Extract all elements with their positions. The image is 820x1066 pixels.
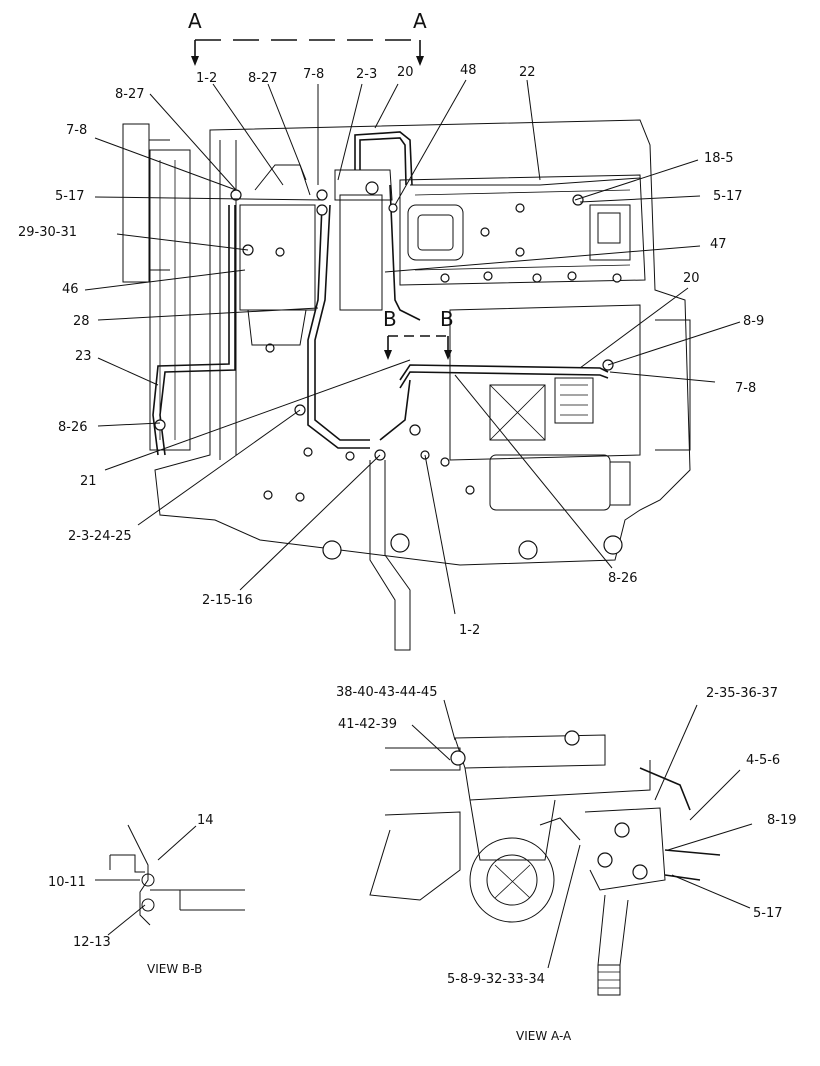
callout-7-8-top: 7-8 — [303, 67, 324, 82]
callout-20-right: 20 — [683, 271, 700, 286]
fuel-filter-canister — [334, 169, 393, 311]
callout-8-9: 8-9 — [743, 314, 764, 329]
callout-29-30-31: 29-30-31 — [18, 225, 77, 240]
callout-7-8-right: 7-8 — [735, 381, 756, 396]
callout-7-8-left: 7-8 — [66, 123, 87, 138]
callout-46: 46 — [62, 282, 79, 297]
section-marker-b-right: B — [440, 307, 454, 331]
leader-lines-main — [84, 79, 741, 615]
callout-48: 48 — [460, 63, 477, 78]
callout-5-17-view-aa: 5-17 — [753, 906, 783, 921]
section-line-a — [191, 39, 424, 66]
callout-18-5: 18-5 — [704, 151, 734, 166]
callout-1-2-top: 1-2 — [196, 71, 217, 86]
callout-8-19: 8-19 — [767, 813, 797, 828]
caption-view-aa: VIEW A-A — [516, 1029, 572, 1043]
callout-labels: 1-2 8-27 7-8 2-3 20 48 22 8-27 7-8 5-17 … — [18, 63, 797, 987]
section-line-b — [384, 335, 452, 360]
callout-14: 14 — [197, 813, 214, 828]
callout-8-26-left: 8-26 — [58, 420, 88, 435]
callout-1-2-bottom: 1-2 — [459, 623, 480, 638]
callout-28: 28 — [73, 314, 90, 329]
callout-12-13: 12-13 — [73, 935, 111, 950]
caption-view-bb: VIEW B-B — [147, 962, 202, 976]
callout-5-17-right: 5-17 — [713, 189, 743, 204]
view-captions: VIEW B-B VIEW A-A — [147, 962, 572, 1043]
section-marker-a-left: A — [188, 9, 202, 33]
callout-47: 47 — [710, 237, 727, 252]
callout-2-15-16: 2-15-16 — [202, 593, 253, 608]
fuel-filter-base — [239, 164, 316, 346]
section-marker-a-right: A — [413, 9, 427, 33]
engine-block — [154, 119, 691, 651]
fan-plate — [122, 123, 191, 451]
view-aa-drawing — [369, 699, 753, 996]
callout-2-35-36-37: 2-35-36-37 — [706, 686, 778, 701]
section-marker-b-left: B — [383, 307, 397, 331]
callout-8-27-top: 8-27 — [248, 71, 278, 86]
section-marker-labels: A A B B — [188, 9, 454, 331]
callout-41-42-39: 41-42-39 — [338, 717, 397, 732]
view-bb-drawing — [95, 824, 245, 936]
callout-4-5-6: 4-5-6 — [746, 753, 780, 768]
callout-8-26-right: 8-26 — [608, 571, 638, 586]
callout-2-3-24-25: 2-3-24-25 — [68, 529, 132, 544]
callout-21: 21 — [80, 474, 97, 489]
callout-5-8-9-32-33-34: 5-8-9-32-33-34 — [447, 972, 545, 987]
callout-8-27-left: 8-27 — [115, 87, 145, 102]
callout-23: 23 — [75, 349, 92, 364]
callout-22: 22 — [519, 65, 536, 80]
callout-20-top: 20 — [397, 65, 414, 80]
engine-main-view — [84, 39, 741, 651]
callout-10-11: 10-11 — [48, 875, 86, 890]
callout-5-17-left: 5-17 — [55, 189, 85, 204]
callout-38-40-43-44-45: 38-40-43-44-45 — [336, 685, 437, 700]
callout-2-3-top: 2-3 — [356, 67, 377, 82]
fuel-lines — [152, 131, 641, 456]
